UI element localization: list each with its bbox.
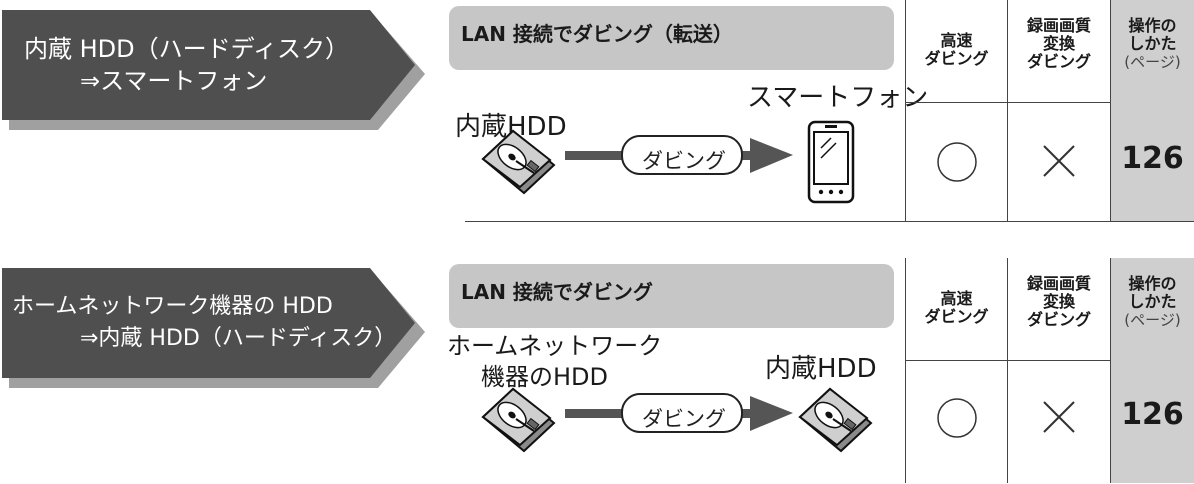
fast-header-line: 高速 xyxy=(940,31,973,50)
howto-header-line: (ページ) xyxy=(1124,53,1181,71)
table-divider xyxy=(905,258,906,483)
howto-header-line: 操作の xyxy=(1128,274,1177,293)
route-arrow-banner xyxy=(2,268,425,388)
hdd-icon xyxy=(481,129,556,195)
route-title-line-1: ホームネットワーク機器の HDD xyxy=(12,294,333,319)
fast-dubbing-value: ○ xyxy=(906,396,1007,444)
hdd-icon xyxy=(798,387,873,453)
destination-label: 内蔵HDD xyxy=(765,354,877,384)
howto-header-line: (ページ) xyxy=(1124,311,1181,329)
circle-mark-icon xyxy=(936,142,977,182)
smartphone-icon xyxy=(807,120,855,204)
section-bottom-line xyxy=(465,221,1194,222)
quality-header-line: 変換 xyxy=(1042,292,1075,311)
quality-header-line: ダビング xyxy=(1026,52,1091,71)
quality-header-line: 録画画質 xyxy=(1026,16,1091,35)
flow-arrow xyxy=(565,393,793,433)
table-divider xyxy=(1007,0,1008,222)
flow-arrow xyxy=(565,135,793,175)
dubbing-section-2: ホームネットワーク機器の HDD ⇒内蔵 HDD（ハードディスク） LAN 接続… xyxy=(0,258,1194,484)
route-title-line-1: 内蔵 HDD（ハードディスク） xyxy=(24,35,349,63)
destination-label: スマートフォン xyxy=(747,83,929,113)
page-number: 126 xyxy=(1121,141,1184,176)
howto-header-line: 操作の xyxy=(1128,16,1177,35)
quality-dubbing-value: × xyxy=(1008,399,1110,439)
fast-header-line: ダビング xyxy=(924,49,989,68)
quality-header-line: 録画画質 xyxy=(1026,274,1091,293)
quality-header-line: ダビング xyxy=(1026,310,1091,329)
quality-dubbing-value: × xyxy=(1008,143,1110,183)
route-title-line-2: ⇒内蔵 HDD（ハードディスク） xyxy=(80,326,397,351)
circle-mark-icon xyxy=(936,398,977,438)
flow-label: ダビング xyxy=(642,407,726,431)
route-arrow-banner xyxy=(2,10,425,130)
table-divider xyxy=(905,0,906,222)
fast-header-line: ダビング xyxy=(924,307,989,326)
fast-dubbing-value: ○ xyxy=(906,140,1007,188)
page-number: 126 xyxy=(1121,397,1184,432)
table-header-divider xyxy=(905,360,1194,361)
hdd-icon xyxy=(481,387,556,453)
cross-mark-icon xyxy=(1043,401,1075,433)
quality-dubbing-header: 録画画質 変換 ダビング xyxy=(1008,275,1110,329)
source-label-line-1: ホームネットワーク xyxy=(447,332,663,360)
howto-header-line: しかた xyxy=(1128,34,1177,53)
fast-dubbing-header: 高速 ダビング xyxy=(906,32,1007,68)
table-divider xyxy=(1110,0,1111,222)
quality-header-line: 変換 xyxy=(1042,34,1075,53)
page-column-bg xyxy=(1111,258,1194,483)
quality-dubbing-header: 録画画質 変換 ダビング xyxy=(1008,17,1110,71)
route-title-line-2: ⇒スマートフォン xyxy=(80,67,268,95)
cross-mark-icon xyxy=(1043,145,1075,177)
table-divider xyxy=(1007,258,1008,483)
fast-header-line: 高速 xyxy=(940,289,973,308)
connection-header: LAN 接続でダビング（転送） xyxy=(449,6,894,70)
table-divider xyxy=(1110,258,1111,483)
howto-header: 操作の しかた (ページ) xyxy=(1111,16,1194,72)
howto-header-line: しかた xyxy=(1128,292,1177,311)
page-column-bg xyxy=(1111,0,1194,221)
source-label-line-2: 機器のHDD xyxy=(481,363,609,391)
connection-header-label: LAN 接続でダビング xyxy=(461,280,653,304)
fast-dubbing-header: 高速 ダビング xyxy=(906,290,1007,326)
connection-header: LAN 接続でダビング xyxy=(449,264,894,328)
flow-label: ダビング xyxy=(642,149,726,173)
table-header-divider xyxy=(905,102,1194,103)
dubbing-section-1: 内蔵 HDD（ハードディスク） ⇒スマートフォン LAN 接続でダビング（転送）… xyxy=(0,0,1194,226)
connection-header-label: LAN 接続でダビング（転送） xyxy=(461,22,733,46)
howto-header: 操作の しかた (ページ) xyxy=(1111,274,1194,330)
